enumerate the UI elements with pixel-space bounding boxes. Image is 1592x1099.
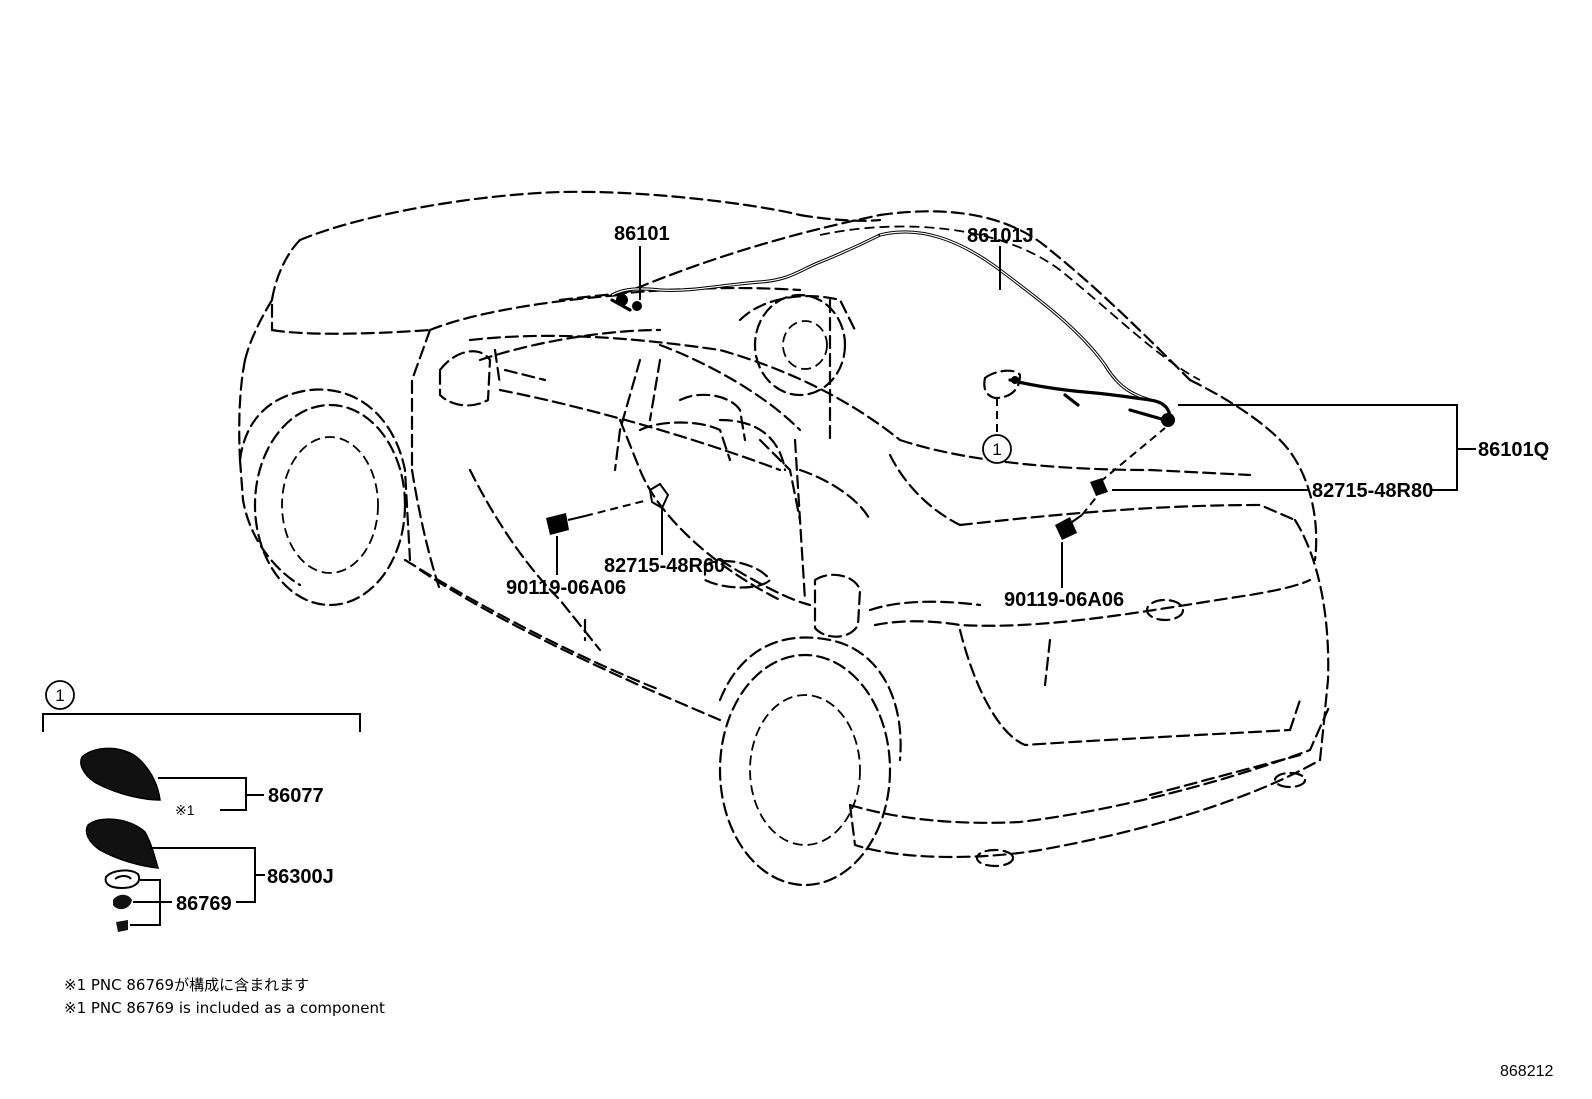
svg-text:1: 1 — [992, 440, 1001, 459]
ref-marker-1: 1 — [982, 434, 1012, 464]
bolt-icon — [116, 920, 128, 932]
clip-82715-48R80 — [1090, 427, 1166, 496]
inset-component-breakdown: 1 ※1 86077 86300J 86769 — [42, 680, 361, 932]
antenna-cable-86101J — [878, 230, 1152, 402]
label-86300J: 86300J — [267, 866, 334, 888]
note-jp: ※1 PNC 86769が構成に含まれます — [64, 976, 309, 994]
label-90119-right: 90119-06A06 — [1004, 589, 1124, 611]
antenna-cover-86077 — [80, 747, 161, 801]
label-90119-left: 90119-06A06 — [506, 577, 626, 599]
figure-id: 868212 — [1500, 1063, 1553, 1080]
label-86101: 86101 — [614, 223, 670, 245]
bolt-90119-left — [546, 499, 649, 535]
antenna-cable-86101 — [610, 233, 882, 312]
label-86101Q: 86101Q — [1478, 439, 1549, 461]
label-86769: 86769 — [176, 893, 232, 915]
nut-icon — [113, 894, 132, 910]
inset-ref-marker: 1 — [55, 686, 64, 705]
gasket-icon — [104, 869, 141, 890]
label-82715-48R80: 82715-48R80 — [1312, 480, 1433, 502]
leader-lines — [556, 246, 1476, 588]
clip-82715-48R60 — [648, 482, 670, 510]
label-82715-48R60: 82715-48R60 — [604, 555, 725, 577]
label-86077: 86077 — [268, 785, 324, 807]
antenna-cable-86101Q — [1008, 376, 1175, 427]
label-86101J: 86101J — [967, 225, 1034, 247]
vehicle-outline — [238, 190, 1332, 887]
note-en: ※1 PNC 86769 is included as a component — [64, 999, 385, 1017]
antenna-assy-86300J — [85, 818, 160, 869]
antenna-mount-area — [983, 369, 1022, 400]
bolt-90119-right — [1055, 494, 1099, 540]
note-mark-1: ※1 — [175, 802, 195, 818]
